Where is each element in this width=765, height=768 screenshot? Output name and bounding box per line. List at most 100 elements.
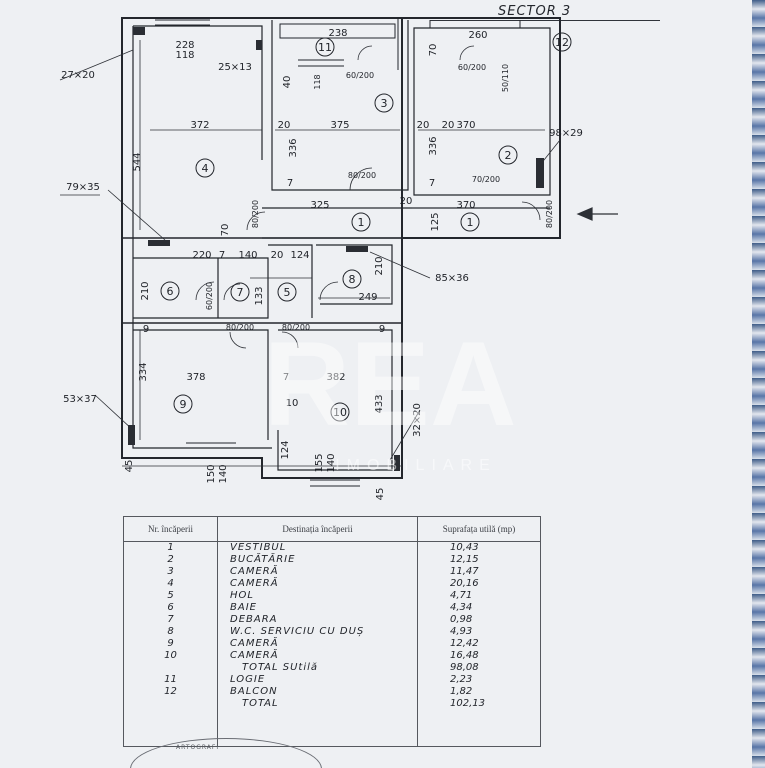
cell-area: 4,34 [417, 602, 541, 614]
dim-label: 80/200 [282, 323, 310, 332]
watermark-logo: REA IMOBILIARE [263, 317, 516, 474]
dim-label: 60/200 [458, 63, 486, 72]
dim-label: 370 [456, 120, 475, 131]
fabric-edge [752, 0, 765, 768]
dim-label: 133 [254, 286, 265, 305]
room-number: 10 [333, 406, 347, 419]
dim-label: 260 [468, 30, 487, 41]
dim-label: 124 [290, 250, 309, 261]
col-header-area: Suprafața utilă (mp) [417, 516, 541, 542]
cell-destination: LOGIE [217, 674, 418, 686]
dim-label: 336 [428, 136, 439, 155]
cell-area: 20,16 [417, 578, 541, 590]
dim-label: 60/200 [205, 282, 214, 310]
cell-nr: 11 [123, 674, 218, 686]
cell-nr: 6 [123, 602, 218, 614]
dim-label: 210 [140, 281, 151, 300]
cell-destination: BUCĂTĂRIE [217, 554, 418, 566]
room-number: 7 [237, 286, 244, 299]
dim-label: 375 [330, 120, 349, 131]
dim-label: 85×36 [435, 273, 469, 284]
cell-area: 1,82 [417, 686, 541, 698]
room-area-table: Nr. încăperii Destinația încăperii Supra… [123, 516, 541, 747]
dim-label: 249 [358, 292, 377, 303]
dim-label: 9 [143, 324, 149, 335]
dim-label: 80/200 [251, 200, 260, 228]
cell-area: 10,43 [417, 541, 541, 554]
cell-destination [217, 710, 418, 722]
svg-text:IMOBILIARE: IMOBILIARE [335, 457, 497, 474]
dim-label: 325 [310, 200, 329, 211]
cell-nr [123, 710, 218, 722]
cell-nr [123, 698, 218, 710]
cell-nr: 8 [123, 626, 218, 638]
dim-label: 118 [313, 74, 322, 89]
cell-nr: 2 [123, 554, 218, 566]
dim-label: 98×29 [549, 128, 583, 139]
dim-label: 372 [190, 120, 209, 131]
cell-area [417, 722, 541, 734]
sector-label: SECTOR 3 [498, 4, 572, 19]
cell-area: 4,93 [417, 626, 541, 638]
cell-nr: 1 [123, 541, 218, 554]
dim-label: 45 [375, 488, 386, 501]
cell-nr: 5 [123, 590, 218, 602]
cell-destination: TOTAL [217, 698, 418, 710]
dim-label: 125 [430, 212, 441, 231]
dim-label: 7 [287, 178, 293, 189]
dim-label: 433 [374, 394, 385, 413]
cell-destination: CAMERĂ [217, 578, 418, 590]
room-number: 6 [167, 285, 174, 298]
dim-label: 40 [282, 76, 293, 89]
room-number: 5 [284, 286, 291, 299]
cell-destination: DEBARA [217, 614, 418, 626]
cell-nr: 12 [123, 686, 218, 698]
cell-nr [123, 662, 218, 674]
svg-text:REA: REA [263, 317, 516, 451]
cell-area: 98,08 [417, 662, 541, 674]
dim-label: 25×13 [218, 62, 252, 73]
col-header-nr: Nr. încăperii [123, 516, 218, 542]
cell-area: 4,71 [417, 590, 541, 602]
table-row [123, 722, 541, 734]
cell-destination: VESTIBUL [217, 541, 418, 554]
cell-area: 12,15 [417, 554, 541, 566]
dim-label: 140 [238, 250, 257, 261]
room-number: 9 [180, 398, 187, 411]
dim-label: 79×35 [66, 182, 100, 193]
cell-nr: 9 [123, 638, 218, 650]
dim-label: 32×20 [412, 403, 423, 437]
cell-area: 102,13 [417, 698, 541, 710]
dim-label: 334 [138, 362, 149, 381]
cell-nr: 3 [123, 566, 218, 578]
dim-label: 80/200 [545, 200, 554, 228]
cell-nr: 4 [123, 578, 218, 590]
dim-label: 80/200 [226, 323, 254, 332]
cell-nr [123, 722, 218, 734]
header-rule [430, 20, 660, 21]
dim-label: 370 [456, 200, 475, 211]
dim-label: 544 [132, 152, 143, 171]
dim-label: 20 [271, 250, 284, 261]
dim-label: 140 [326, 453, 337, 472]
room-number: 1 [358, 216, 365, 229]
table-header-row: Nr. încăperii Destinația încăperii Supra… [123, 516, 541, 542]
room-number: 4 [202, 162, 209, 175]
dim-label: 7 [219, 250, 225, 261]
dim-label: 155 [314, 453, 325, 472]
cell-nr: 7 [123, 614, 218, 626]
dim-label: 70/200 [472, 175, 500, 184]
cell-destination [217, 722, 418, 734]
cell-area: 2,23 [417, 674, 541, 686]
dim-label: 20 [400, 196, 413, 207]
cell-destination: HOL [217, 590, 418, 602]
